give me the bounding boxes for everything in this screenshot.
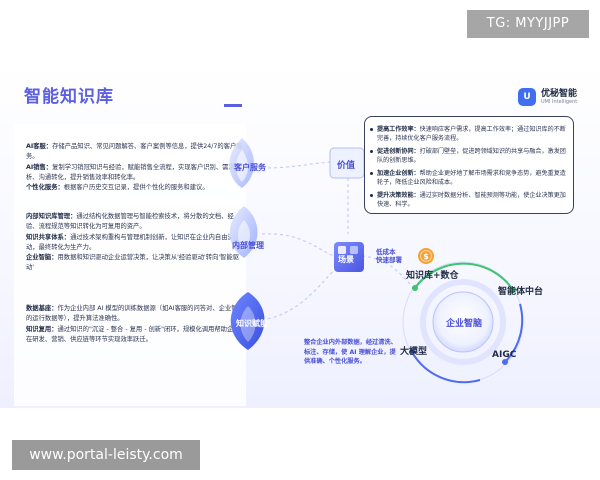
left-block-customer: AI客服：存储产品知识、常见问题解答、客户案例等信息，提供24/7的客户服务。 … [26, 142, 244, 193]
page-title: 智能知识库 [24, 87, 114, 107]
scene-node [334, 242, 364, 272]
petal-internal-icon [229, 206, 258, 258]
left-row: 个性化服务：根据客户历史交互记录，提供个性化的服务和建议。 [26, 184, 209, 192]
svg-text:$: $ [423, 252, 429, 261]
value-row: 提高工作效率：快速响应客户需求，提高工作效率；通过知识库的不断完善，持续优化客户… [370, 125, 569, 144]
left-block-internal: 内部知识库管理：通过结构化数据管理与智能检索技术，将分散的文档、经验、流程规范等… [26, 212, 244, 274]
cycle-item-agent: 智能体中台 [498, 287, 544, 297]
watermark-top: TG: MYYJJPP [467, 10, 589, 38]
petal-label-enable: 知识赋能 [236, 319, 268, 328]
left-row: AI客服：存储产品知识、常见问题解答、客户案例等信息，提供24/7的客户服务。 [26, 143, 243, 161]
petal-label-customer: 客户服务 [234, 163, 266, 172]
left-row: 数据基座：作为企业内部 AI 模型的训练数据源（如AI客服的问答对、企业智能的运… [26, 305, 244, 323]
cycle-center-label: 企业智脑 [446, 319, 483, 329]
connector-customer [261, 161, 331, 169]
cost-label: 低成本 快速部署 [376, 248, 402, 264]
left-row: 内部知识库管理：通过结构化数据管理与智能检索技术，将分散的文档、经验、流程规范等… [26, 213, 234, 231]
value-row: 提升决策效能：通过实时数据分析、智能预测等功能，使企业决策更加快速、科学。 [370, 191, 569, 210]
value-row: 促进创新协同：打破部门壁垒，促进跨领域知识的共享与融合，激发团队的创新思维。 [370, 147, 569, 166]
data-integration-note: 整合企业内外部数据，经过清洗、标注、存储，使 AI 理解企业，提供准确、个性化服… [304, 339, 397, 366]
cycle-item-llm: 大模型 [400, 347, 428, 357]
title-underline [224, 104, 242, 107]
brand-subtitle: UMI Intelligent [541, 99, 578, 105]
left-row: 知识复用：通过知识的"沉淀 - 整合 - 复用 - 创新"闭环，规模化调用帮助企… [26, 325, 240, 343]
left-row: 企业智脑：用数据和知识驱动企业运营决策，让决策从'经验驱动'转向'智能驱动' [26, 254, 239, 272]
diagram-graphics: $ [229, 138, 524, 384]
value-row: 加速企业创新：帮助企业更好地了解市场需求和竞争态势，避免重复造轮子，降低企业风险… [370, 169, 569, 188]
petal-label-internal: 内部管理 [232, 241, 264, 250]
connector-scene-cycle [361, 255, 413, 287]
cycle-item-aigc: AIGC [492, 350, 517, 360]
watermark-bottom: www.portal-leisty.com [12, 440, 200, 470]
cycle-item-kb: 知识库+数仓 [406, 271, 459, 281]
brand: U 优秘智能 UMI Intelligent [518, 84, 598, 114]
brand-logo-icon: U [518, 88, 536, 106]
scene-label: 场景 [338, 255, 354, 264]
brand-name: 优秘智能 [541, 89, 578, 99]
petal-enable-icon [230, 292, 265, 350]
left-row: AI销售：复制学习销冠知识与经验，赋能销售全流程，实现客户识别、需求分析、沟通转… [26, 163, 242, 181]
value-label: 价值 [337, 161, 356, 171]
coin-icon: $ [418, 248, 434, 264]
connector-internal [261, 233, 335, 257]
value-detail-box: 提高工作效率：快速响应客户需求，提高工作效率；通过知识库的不断完善，持续优化客户… [364, 116, 574, 214]
slide: 智能知识库 U 优秘智能 UMI Intelligent AI客服：存储产品知识… [0, 64, 600, 408]
left-row: 知识共享体系：通过技术架构重构与管理机制创新，让知识在企业内自由流动，最终转化为… [26, 233, 234, 251]
left-block-enablement: 数据基座：作为企业内部 AI 模型的训练数据源（如AI客服的问答对、企业智能的运… [26, 304, 244, 345]
left-panel [14, 124, 246, 406]
petal-customer-icon [229, 138, 254, 188]
connector-enable [261, 265, 339, 321]
cycle-diagram [402, 261, 524, 384]
